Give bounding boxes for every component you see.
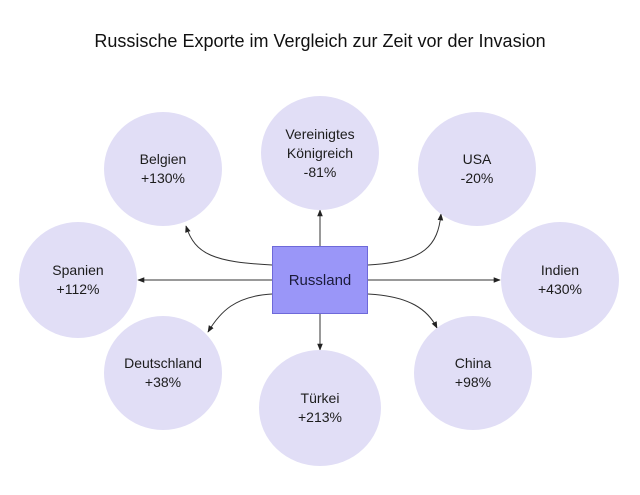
node-change: +98%	[454, 374, 492, 390]
node-name: Belgien	[139, 151, 187, 167]
node-tuerkei: Türkei +213%	[259, 350, 381, 466]
node-vereinigtes-koenigreich: Vereinigtes Königreich -81%	[261, 96, 379, 210]
node-change: +430%	[538, 281, 582, 297]
node-change: +112%	[56, 281, 100, 297]
node-name: Spanien	[52, 262, 104, 278]
node-name-line1: Vereinigtes	[285, 125, 355, 142]
node-usa: USA -20%	[418, 112, 536, 226]
node-name-line2: Königreich	[286, 144, 354, 161]
arrow-to-usa	[367, 213, 444, 266]
node-deutschland: Deutschland +38%	[104, 316, 222, 430]
node-name: China	[454, 355, 492, 371]
node-name: USA	[462, 151, 492, 167]
arrow-to-germany	[207, 293, 273, 333]
node-change: -81%	[303, 163, 337, 180]
node-indien: Indien +430%	[501, 222, 619, 338]
node-belgien: Belgien +130%	[104, 112, 222, 226]
node-change: -20%	[460, 170, 494, 186]
node-spanien: Spanien +112%	[19, 222, 137, 338]
diagram-title: Russische Exporte im Vergleich zur Zeit …	[94, 31, 546, 51]
center-node-russland: Russland	[272, 246, 368, 314]
node-china: China +98%	[414, 316, 532, 430]
arrow-to-belgium	[185, 225, 273, 266]
node-change: +130%	[141, 170, 185, 186]
node-name: Indien	[540, 262, 580, 278]
node-change: +38%	[144, 374, 182, 390]
node-change: +213%	[298, 409, 342, 425]
center-label: Russland	[288, 271, 352, 289]
node-name: Türkei	[300, 390, 340, 406]
node-name: Deutschland	[124, 355, 202, 371]
arrow-to-china	[367, 293, 438, 329]
